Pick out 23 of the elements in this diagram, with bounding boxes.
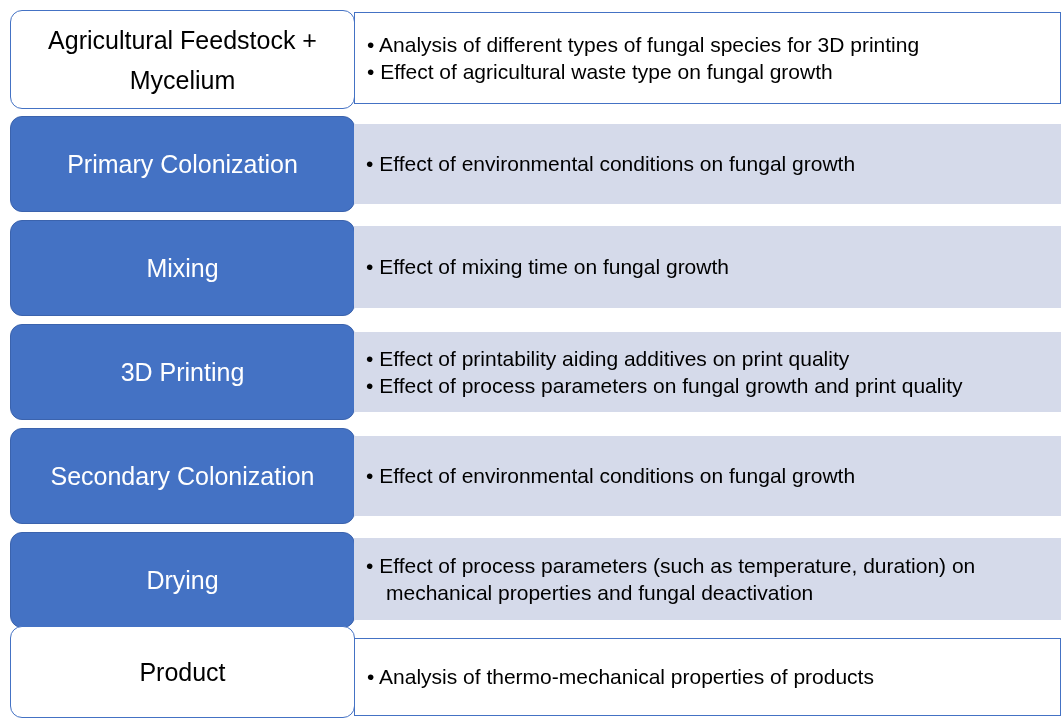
bullet-item: • Effect of process parameters on fungal growth and print quality: [366, 373, 963, 399]
info-panel: [354, 332, 1061, 412]
process-step-box: Agricultural Feedstock + Mycelium: [10, 10, 355, 109]
info-panel: [354, 436, 1061, 516]
info-panel: [354, 538, 1061, 620]
bullet-item: • Effect of environmental conditions on fungal growth: [366, 463, 856, 490]
bullet-item: • Analysis of different types of fungal species for 3D printing: [367, 31, 920, 58]
process-step-box: Mixing: [10, 220, 355, 316]
process-step-box: Secondary Colonization: [10, 428, 355, 524]
bullet-item: • Analysis of thermo-mechanical properties of products: [367, 664, 874, 691]
process-step-box: Drying: [10, 532, 355, 628]
process-step-box: 3D Printing: [10, 324, 355, 420]
bullet-item: • Effect of printability aiding additives on print quality: [366, 345, 851, 372]
info-panel: [354, 226, 1061, 308]
process-step-box: Product: [10, 626, 355, 718]
info-panel: [354, 638, 1061, 716]
bullet-item: • Effect of process parameters (such as temperature, duration) on mechanical properties and fungal deactivation: [366, 552, 977, 606]
bullet-item: • Effect of mixing time on fungal growth: [366, 254, 729, 281]
process-step-box: Primary Colonization: [10, 116, 355, 212]
bullet-item: • Effect of agricultural waste type on fungal growth: [367, 59, 834, 85]
info-panel: [354, 124, 1061, 204]
bullet-item: • Effect of environmental conditions on fungal growth: [366, 151, 856, 178]
info-panel: [354, 12, 1061, 104]
